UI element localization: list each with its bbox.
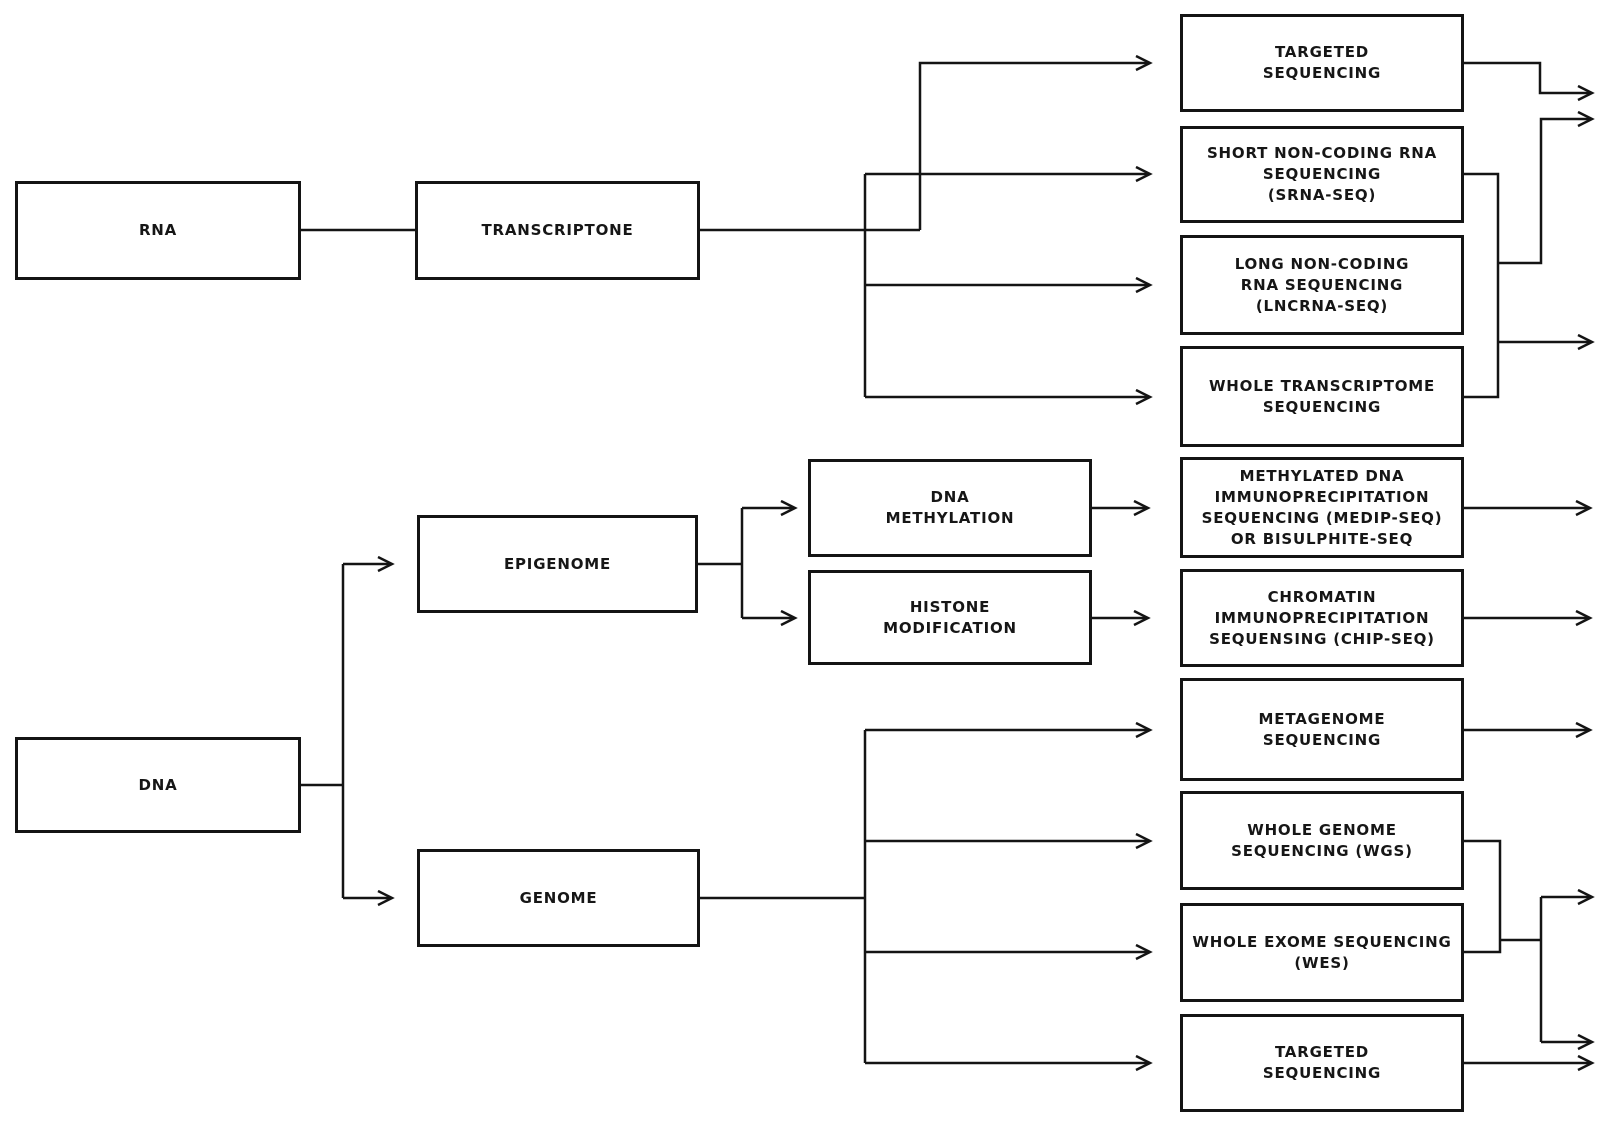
node-wes: WHOLE EXOME SEQUENCING (WES)	[1180, 903, 1464, 1002]
node-histone-modification: HISTONE MODIFICATION	[808, 570, 1092, 665]
node-whole-transcriptome: WHOLE TRANSCRIPTOME SEQUENCING	[1180, 346, 1464, 447]
merge-wgs-wes	[1464, 839, 1502, 954]
output-targeted-rna	[1464, 61, 1592, 93]
merge-srna-wt	[1464, 172, 1500, 399]
output-merge-rna-up	[1498, 119, 1592, 265]
node-rna: RNA	[15, 181, 301, 280]
node-targeted-sequencing-dna: TARGETED SEQUENCING	[1180, 1014, 1464, 1112]
node-lncrna-seq: LONG NON-CODING RNA SEQUENCING (LNCRNA-S…	[1180, 235, 1464, 335]
node-genome: GENOME	[417, 849, 700, 947]
node-medip-seq: METHYLATED DNA IMMUNOPRECIPITATION SEQUE…	[1180, 457, 1464, 558]
edge-transcriptone-targeted	[918, 63, 1150, 230]
node-transcriptone: TRANSCRIPTONE	[415, 181, 700, 280]
node-epigenome: EPIGENOME	[417, 515, 698, 613]
node-dna: DNA	[15, 737, 301, 833]
node-wgs: WHOLE GENOME SEQUENCING (WGS)	[1180, 791, 1464, 890]
node-chip-seq: CHROMATIN IMMUNOPRECIPITATION SEQUENSING…	[1180, 569, 1464, 667]
node-srna-seq: SHORT NON-CODING RNA SEQUENCING (SRNA-SE…	[1180, 126, 1464, 223]
node-metagenome: METAGENOME SEQUENCING	[1180, 678, 1464, 781]
node-targeted-sequencing-rna: TARGETED SEQUENCING	[1180, 14, 1464, 112]
node-dna-methylation: DNA METHYLATION	[808, 459, 1092, 557]
